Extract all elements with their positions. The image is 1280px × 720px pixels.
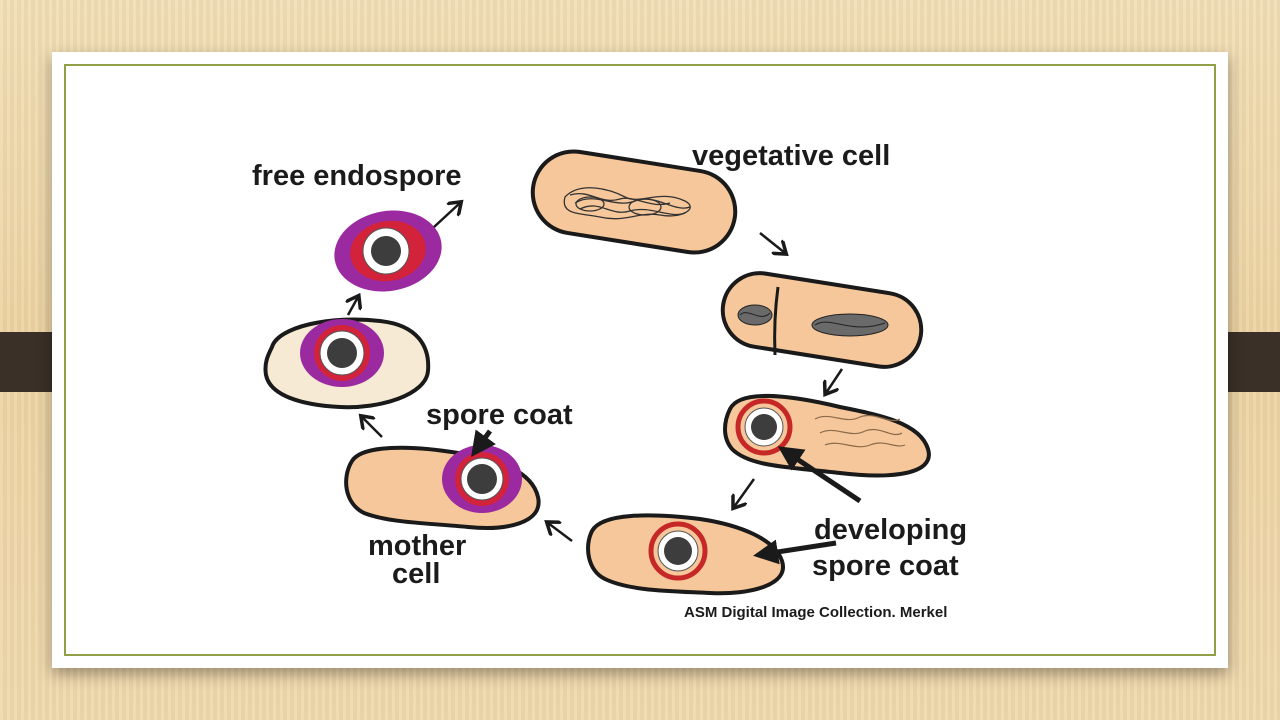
chromosome-tangle bbox=[563, 187, 691, 220]
cell-developing-spore bbox=[723, 394, 931, 478]
label-mother-line1: mother bbox=[368, 530, 466, 562]
arrow-dev-to-fore bbox=[734, 478, 756, 507]
pointer-spore-coat bbox=[471, 429, 496, 458]
label-developing-line1: developing bbox=[814, 514, 967, 546]
dividing-cell bbox=[720, 271, 924, 369]
free-endospore bbox=[334, 210, 442, 292]
dispersed-chromosome bbox=[814, 415, 906, 448]
arrow-lysing-to-spore bbox=[348, 297, 358, 316]
label-vegetative-cell: vegetative cell bbox=[692, 140, 890, 172]
cell-forespore bbox=[586, 513, 786, 596]
pointer-developing-2 bbox=[753, 539, 837, 565]
arrow-spore-out bbox=[433, 203, 460, 228]
cycle-arrows bbox=[348, 203, 844, 542]
arrow-div-to-dev bbox=[826, 368, 844, 393]
chromosome-right bbox=[811, 313, 889, 337]
slide-frame bbox=[64, 64, 1216, 656]
label-developing-line2: spore coat bbox=[812, 550, 959, 582]
arrow-fore-to-mother bbox=[548, 523, 573, 542]
arrow-mother-to-lysing bbox=[362, 417, 383, 438]
slide: vegetative cell free endospore spore coa… bbox=[52, 52, 1228, 668]
vegetative-cell bbox=[530, 149, 738, 255]
pointer-developing-1 bbox=[777, 446, 862, 504]
label-spore-coat: spore coat bbox=[426, 399, 573, 431]
label-mother-line2: cell bbox=[392, 558, 440, 590]
label-free-endospore: free endospore bbox=[252, 160, 462, 192]
image-credit: ASM Digital Image Collection. Merkel bbox=[684, 604, 947, 621]
chromosome-left bbox=[737, 304, 773, 326]
pointer-arrows bbox=[471, 429, 862, 565]
arrow-veg-to-div bbox=[759, 232, 785, 253]
endospore-cycle-diagram: vegetative cell free endospore spore coa… bbox=[230, 119, 1020, 622]
lysing-cell bbox=[263, 317, 431, 410]
mother-cell bbox=[344, 445, 541, 530]
